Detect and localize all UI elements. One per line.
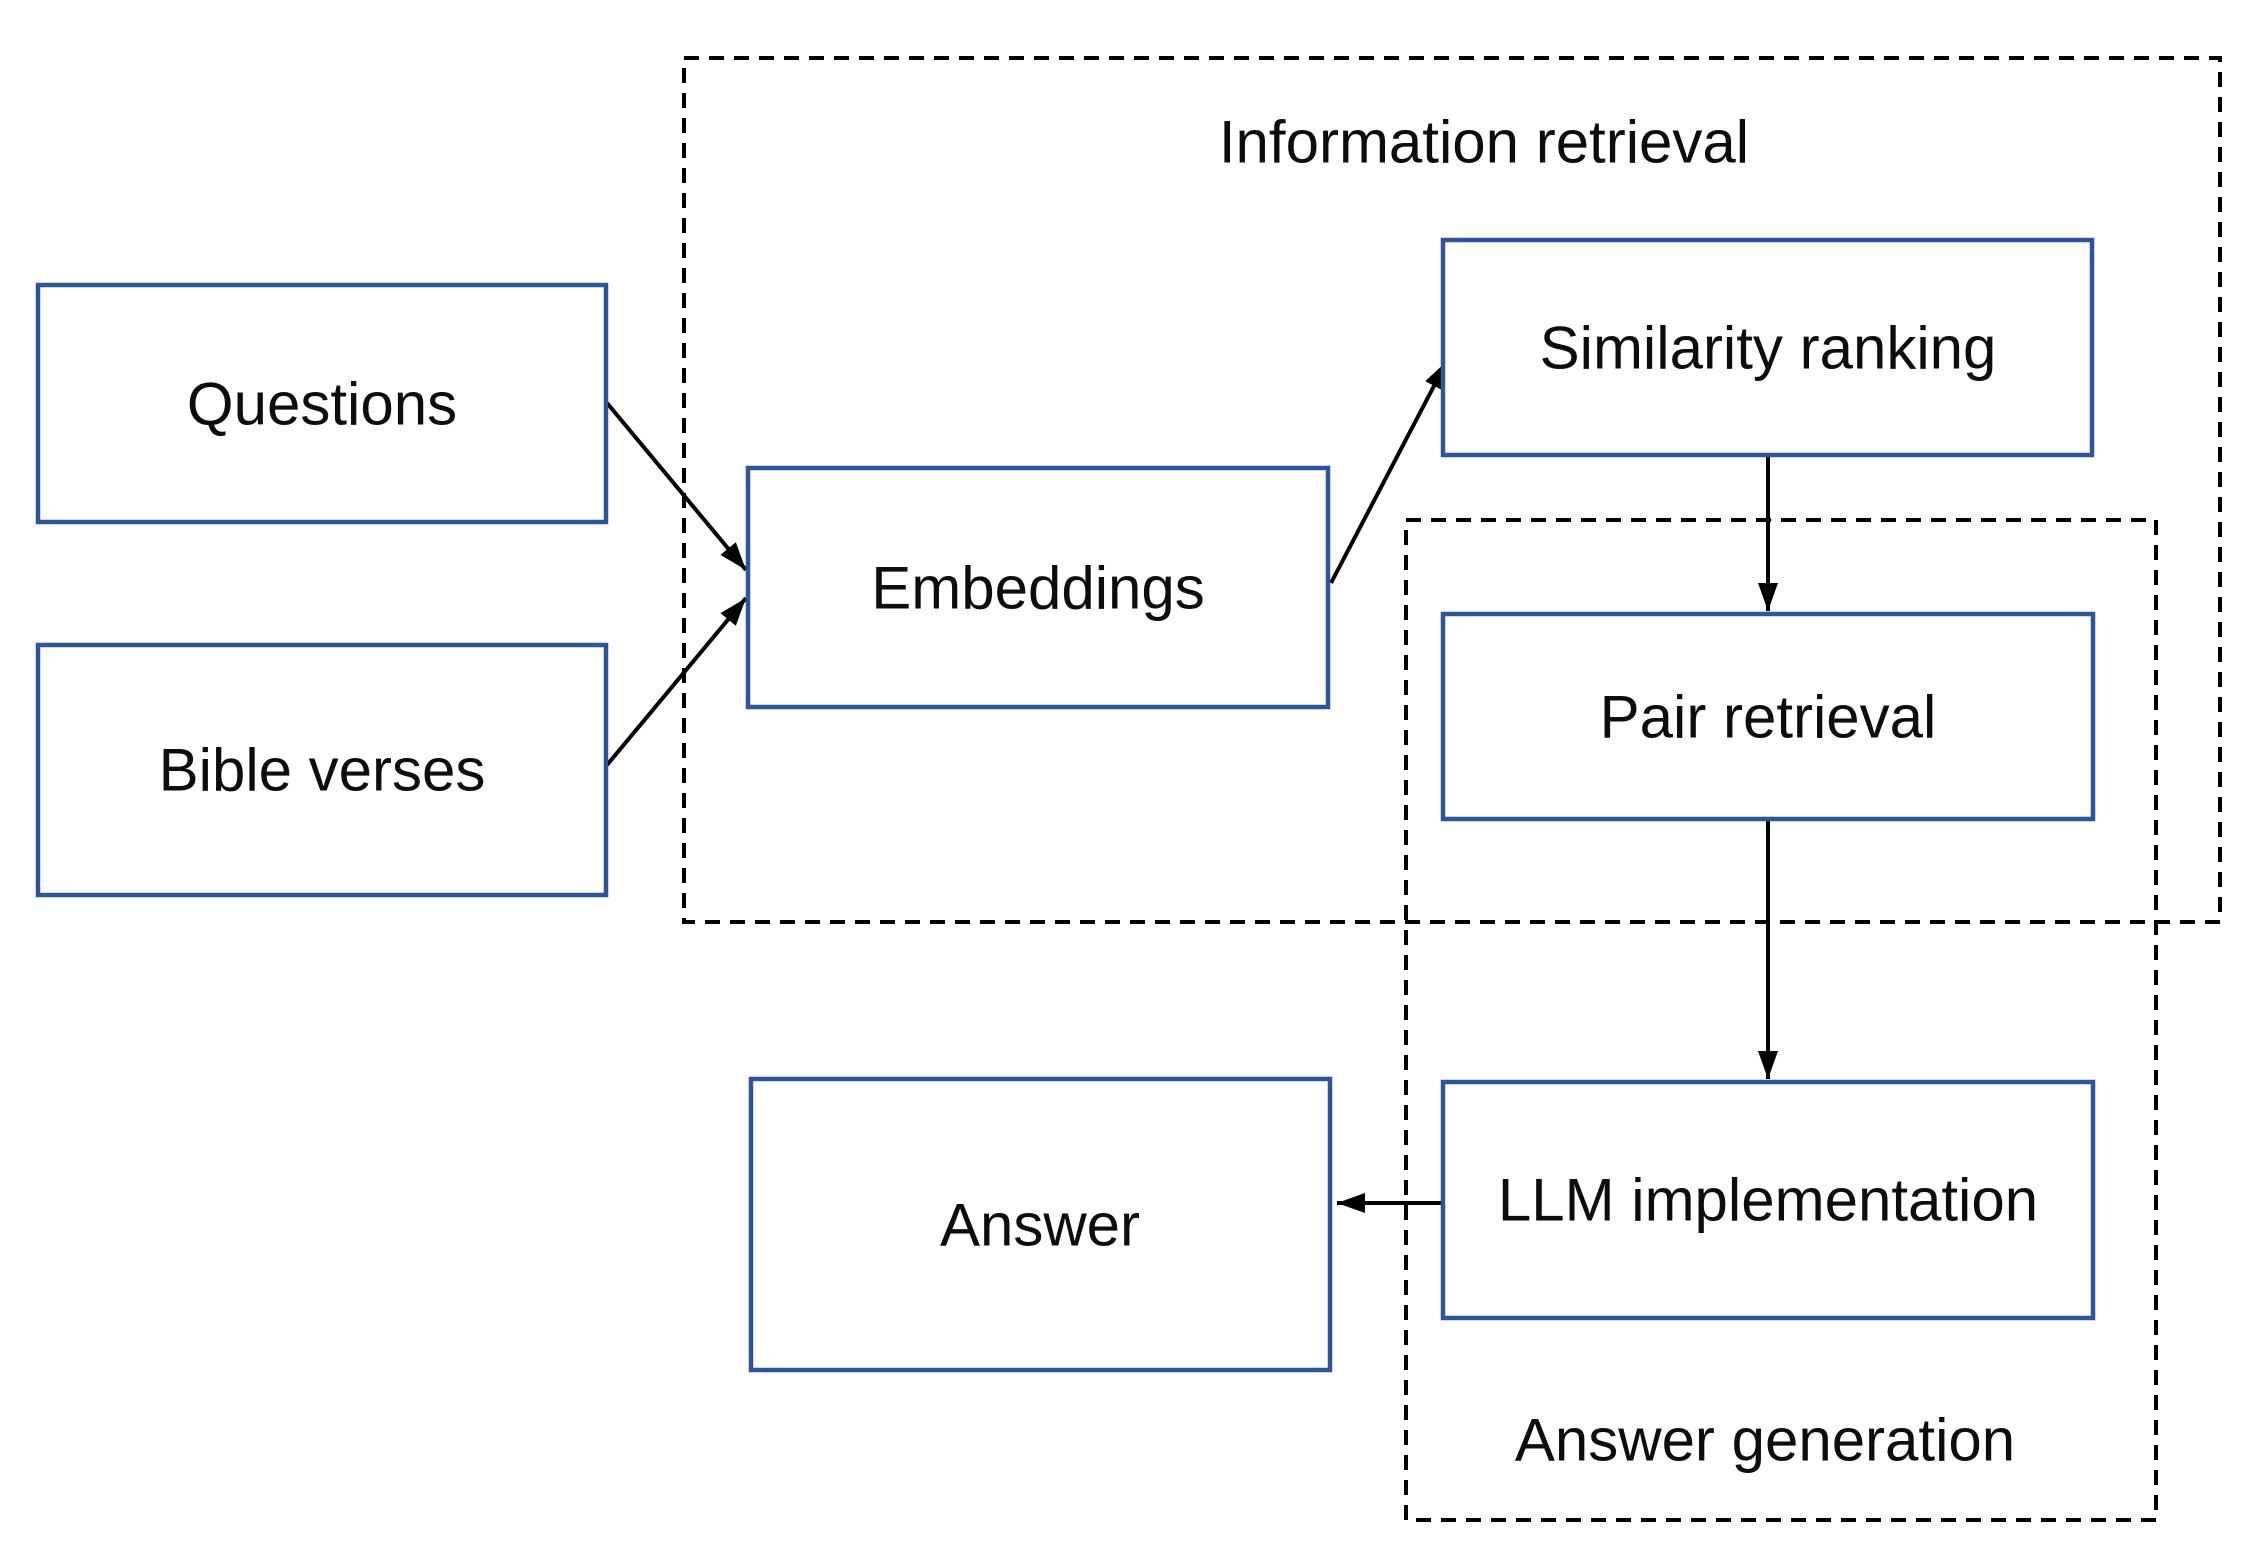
- questions-box: [35, 282, 609, 525]
- arrow-bible-verses-to-embeddings: [605, 596, 748, 767]
- llm-implementation-box: [1440, 1079, 2096, 1321]
- node-similarity-ranking: Similarity ranking: [1440, 237, 2095, 458]
- bible-verses-label: Bible verses: [159, 737, 486, 804]
- answer-box: [748, 1076, 1333, 1373]
- answer-generation-container: [1404, 518, 2158, 1522]
- pair-retrieval-label: Pair retrieval: [1600, 684, 1937, 751]
- embeddings-label: Embeddings: [871, 555, 1205, 622]
- node-embeddings: Embeddings: [745, 465, 1331, 710]
- arrow-questions-to-embeddings: [605, 401, 748, 572]
- node-questions: Questions: [35, 282, 609, 525]
- information-retrieval-label: Information retrieval: [1219, 109, 1749, 176]
- node-llm-implementation: LLM implementation: [1440, 1079, 2096, 1321]
- bible-verses-box: [35, 642, 609, 898]
- answer-label: Answer: [940, 1192, 1140, 1259]
- pair-retrieval-box: [1440, 611, 2096, 822]
- similarity-ranking-label: Similarity ranking: [1540, 315, 1997, 382]
- node-pair-retrieval: Pair retrieval: [1440, 611, 2096, 822]
- node-bible-verses: Bible verses: [35, 642, 609, 898]
- llm-implementation-label: LLM implementation: [1498, 1167, 2038, 1234]
- node-answer: Answer: [748, 1076, 1333, 1373]
- questions-label: Questions: [187, 371, 457, 438]
- answer-generation-label: Answer generation: [1515, 1407, 2015, 1474]
- embeddings-box: [745, 465, 1331, 710]
- similarity-ranking-box: [1440, 237, 2095, 458]
- arrow-embeddings-to-similarity-ranking: [1329, 360, 1449, 584]
